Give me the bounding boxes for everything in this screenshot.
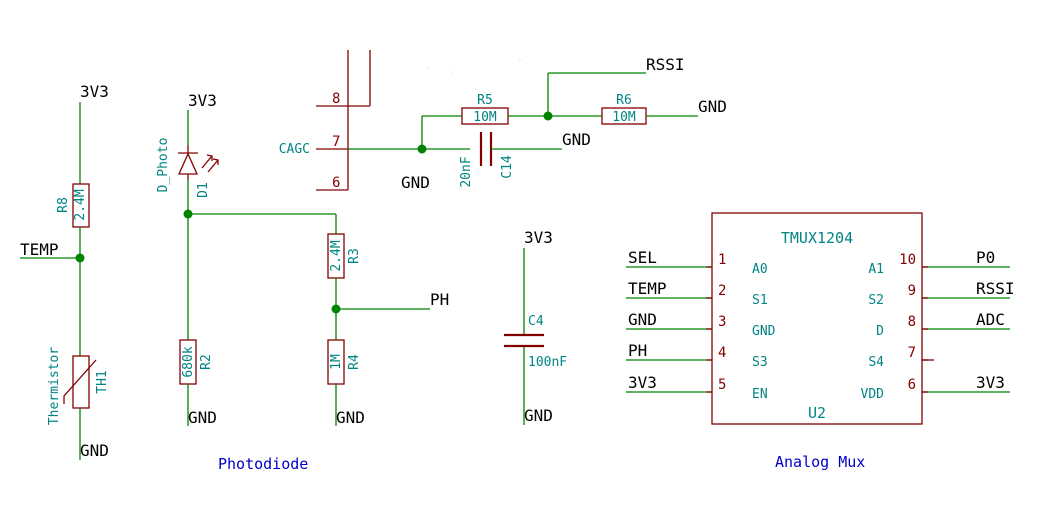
net-label-ph: PH — [430, 290, 449, 309]
r2-ref: R2 — [199, 354, 214, 370]
mux-ref: U2 — [808, 404, 826, 422]
c4-value: 100nF — [528, 355, 567, 370]
photodiode-circuit: 3V3 D_Photo D1 680k R2 GND 2.4M R3 PH 1M — [156, 91, 449, 473]
mux-pin-name: VDD — [861, 387, 885, 402]
mux-pin-number: 9 — [908, 283, 916, 299]
photodiode-note: Photodiode — [218, 455, 308, 473]
mux-pin-left[interactable]: 2S1 TEMP — [626, 279, 768, 308]
r8-ref: R8 — [56, 197, 71, 213]
r6-ref: R6 — [616, 93, 632, 108]
mux-pin-name: S4 — [868, 355, 884, 370]
net-label-cagc: CAGC — [279, 142, 310, 157]
d1-value: D_Photo — [156, 138, 171, 193]
th1-ref: TH1 — [95, 370, 110, 393]
r3-value: 2.4M — [329, 240, 344, 271]
mux-body[interactable] — [711, 212, 923, 425]
net-label-gnd: GND — [401, 173, 430, 192]
r4-ref: R4 — [347, 354, 362, 370]
mux-pin-name: A0 — [752, 262, 768, 277]
mux-pin-number: 6 — [908, 377, 916, 393]
c14-ref: C14 — [500, 155, 515, 179]
mux-pin-right[interactable]: 9S2 RSSI — [868, 279, 1014, 308]
net-label-rssi: RSSI — [646, 55, 685, 74]
mux-pin-name: S3 — [752, 355, 768, 370]
resistor-r8[interactable] — [72, 183, 90, 228]
capacitor-c14[interactable] — [479, 132, 493, 166]
mux-pin-name: GND — [752, 324, 776, 339]
net-label-gnd: GND — [80, 441, 109, 460]
net-label-temp: TEMP — [20, 240, 59, 259]
r5-ref: R5 — [477, 93, 493, 108]
mux-pin-left[interactable]: 1A0 SEL — [626, 248, 768, 277]
analog-mux-note: Analog Mux — [775, 453, 865, 471]
connector-agc: 8 7 6 CAGC GND R5 10M RSSI R6 10M GND GN… — [279, 50, 727, 192]
r5-value: 10M — [473, 110, 497, 125]
c14-value: 20nF — [459, 156, 474, 187]
mux-net-label: GND — [628, 310, 657, 329]
thermistor-th1[interactable] — [72, 355, 90, 409]
c4-ref: C4 — [528, 314, 544, 329]
mux-pin-number: 2 — [718, 283, 726, 299]
r8-value: 2.4M — [73, 189, 88, 220]
r4-value: 1M — [329, 354, 344, 370]
r2-value: 680k — [181, 346, 196, 377]
mux-pin-name: A1 — [868, 262, 884, 277]
mux-pin-name: S2 — [868, 293, 884, 308]
connector-pin-number: 8 — [332, 91, 340, 107]
mux-pin-number: 4 — [718, 345, 726, 361]
mux-net-label: ADC — [976, 310, 1005, 329]
net-label-3v3: 3V3 — [80, 82, 109, 101]
mux-net-label: PH — [628, 341, 647, 360]
scan-specks — [427, 59, 521, 73]
mux-pin-name: S1 — [752, 293, 768, 308]
analog-mux-u2: TMUX1204 U2 1A0SEL2S1TEMP3GNDGND4S3PH5EN… — [626, 212, 1015, 471]
net-label-gnd: GND — [524, 406, 553, 425]
mux-net-label: RSSI — [976, 279, 1015, 298]
r3-ref: R3 — [347, 248, 362, 264]
mux-pin-left[interactable]: 5EN 3V3 — [626, 373, 768, 402]
mux-net-label: 3V3 — [628, 373, 657, 392]
net-label-3v3: 3V3 — [188, 91, 217, 110]
mux-net-label: 3V3 — [976, 373, 1005, 392]
mux-net-label: TEMP — [628, 279, 667, 298]
capacitor-c4[interactable] — [504, 333, 544, 348]
r6-value: 10M — [612, 110, 636, 125]
photodiode-d1[interactable] — [177, 152, 199, 175]
thermistor-symbol-icon — [63, 359, 97, 404]
mux-pin-name: EN — [752, 387, 768, 402]
net-label-gnd: GND — [562, 130, 591, 149]
mux-pin-number: 8 — [908, 314, 916, 330]
mux-pin-number: 1 — [718, 252, 726, 268]
mux-pin-right[interactable]: 7S4 — [868, 345, 934, 370]
mux-pin-name: D — [876, 324, 884, 339]
mux-pin-number: 10 — [899, 252, 916, 268]
mux-part-number: TMUX1204 — [781, 229, 853, 247]
net-label-gnd: GND — [336, 408, 365, 427]
light-arrows-icon — [201, 154, 219, 173]
net-label-gnd: GND — [188, 408, 217, 427]
mux-net-label: P0 — [976, 248, 995, 267]
connector-pin-number: 6 — [332, 175, 340, 191]
mux-pin-right[interactable]: 8D ADC — [876, 310, 1010, 339]
d1-ref: D1 — [196, 182, 211, 198]
mux-pin-number: 5 — [718, 377, 726, 393]
th1-value: Thermistor — [47, 347, 62, 425]
mux-net-label: SEL — [628, 248, 657, 267]
net-label-3v3: 3V3 — [524, 228, 553, 247]
connector-pin-number: 7 — [332, 134, 340, 150]
net-label-gnd: GND — [698, 97, 727, 116]
mux-pin-number: 3 — [718, 314, 726, 330]
mux-pin-number: 7 — [908, 345, 916, 361]
decoupling-cap: 3V3 C4 100nF GND — [504, 228, 567, 425]
thermistor-divider: 3V3 2.4M R8 TEMP TH1 Thermistor GND — [20, 82, 110, 460]
mux-pin-left[interactable]: 4S3 PH — [626, 341, 768, 370]
